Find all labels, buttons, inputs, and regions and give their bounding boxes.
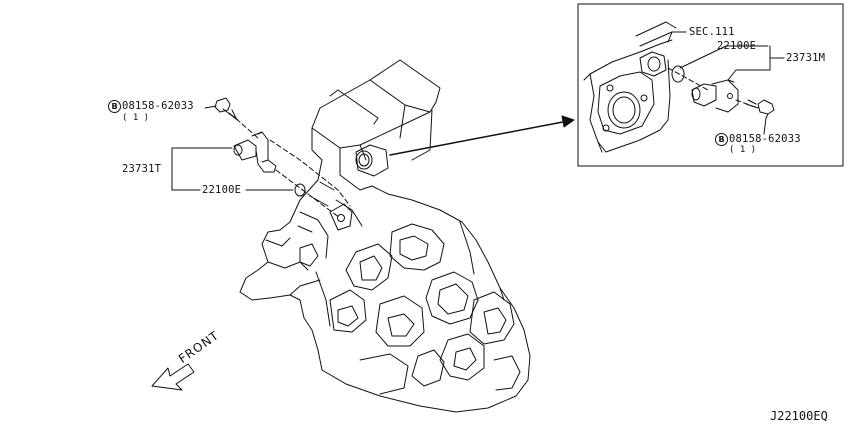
bolt-axis-dashed bbox=[241, 123, 259, 139]
oring-part-drawing bbox=[294, 183, 306, 197]
sensor-axis-dashed-2 bbox=[269, 139, 351, 207]
inset-bolt-part-number: 08158-62033 bbox=[729, 133, 801, 145]
inset-callout-leaders bbox=[667, 31, 785, 135]
main-bolt-part-number: 08158-62033 bbox=[122, 100, 194, 112]
main-oring-part-number: 22100E bbox=[202, 184, 242, 196]
sensor-axis-dashed bbox=[275, 169, 341, 219]
main-callout-bracket bbox=[171, 147, 294, 191]
engine-transaxle-drawing bbox=[239, 59, 531, 413]
inset-sensor-drawing bbox=[691, 79, 739, 113]
main-bolt-quantity: ( 1 ) bbox=[122, 113, 150, 123]
front-direction-arrow bbox=[151, 363, 195, 391]
inset-bolt-quantity: ( 1 ) bbox=[729, 145, 757, 155]
diagram-code: J22100EQ bbox=[770, 409, 828, 423]
main-bolt-b-mark: B bbox=[108, 100, 121, 113]
bolt-part-drawing bbox=[214, 97, 241, 123]
inset-pointer-arrow bbox=[389, 115, 575, 156]
inset-oring-part-number: 22100E bbox=[717, 40, 757, 52]
sensor-part-drawing bbox=[233, 131, 277, 173]
inset-bolt-b-mark: B bbox=[715, 133, 728, 146]
inset-section-reference: SEC.111 bbox=[689, 26, 735, 38]
inset-bolt-drawing bbox=[745, 99, 775, 115]
inset-frame bbox=[577, 3, 844, 167]
inset-oring-drawing bbox=[671, 65, 685, 83]
inset-axis-dashed bbox=[667, 67, 709, 91]
inset-sensor-part-number: 23731M bbox=[786, 52, 826, 64]
main-sensor-part-number: 23731T bbox=[122, 163, 162, 175]
inset-engine-housing-drawing bbox=[583, 21, 677, 153]
bolt-leader-line bbox=[204, 105, 217, 109]
